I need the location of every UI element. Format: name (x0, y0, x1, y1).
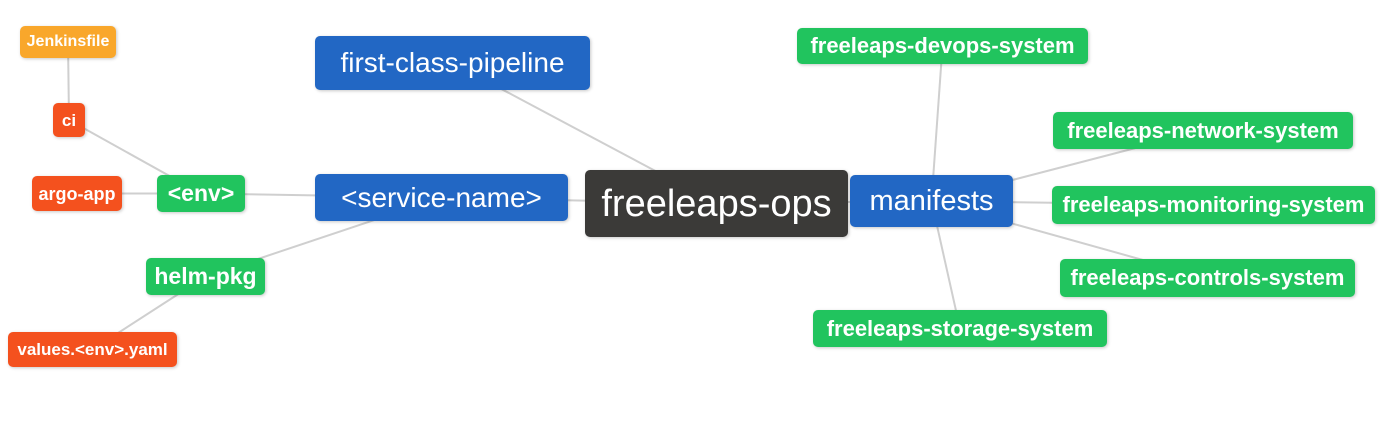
node-values-env-yaml[interactable]: values.<env>.yaml (8, 332, 177, 367)
node-service-name[interactable]: <service-name> (315, 174, 568, 221)
node-argo-app[interactable]: argo-app (32, 176, 122, 211)
node-freeleaps-controls-system[interactable]: freeleaps-controls-system (1060, 259, 1355, 297)
node-freeleaps-devops-system[interactable]: freeleaps-devops-system (797, 28, 1088, 64)
node-manifests[interactable]: manifests (850, 175, 1013, 227)
node-ci[interactable]: ci (53, 103, 85, 137)
node-first-class-pipeline[interactable]: first-class-pipeline (315, 36, 590, 90)
node-freeleaps-monitoring-system[interactable]: freeleaps-monitoring-system (1052, 186, 1375, 224)
node-env[interactable]: <env> (157, 175, 245, 212)
node-freeleaps-storage-system[interactable]: freeleaps-storage-system (813, 310, 1107, 347)
node-jenkinsfile[interactable]: Jenkinsfile (20, 26, 116, 58)
node-freeleaps-network-system[interactable]: freeleaps-network-system (1053, 112, 1353, 149)
node-helm-pkg[interactable]: helm-pkg (146, 258, 265, 295)
node-freeleaps-ops[interactable]: freeleaps-ops (585, 170, 848, 237)
